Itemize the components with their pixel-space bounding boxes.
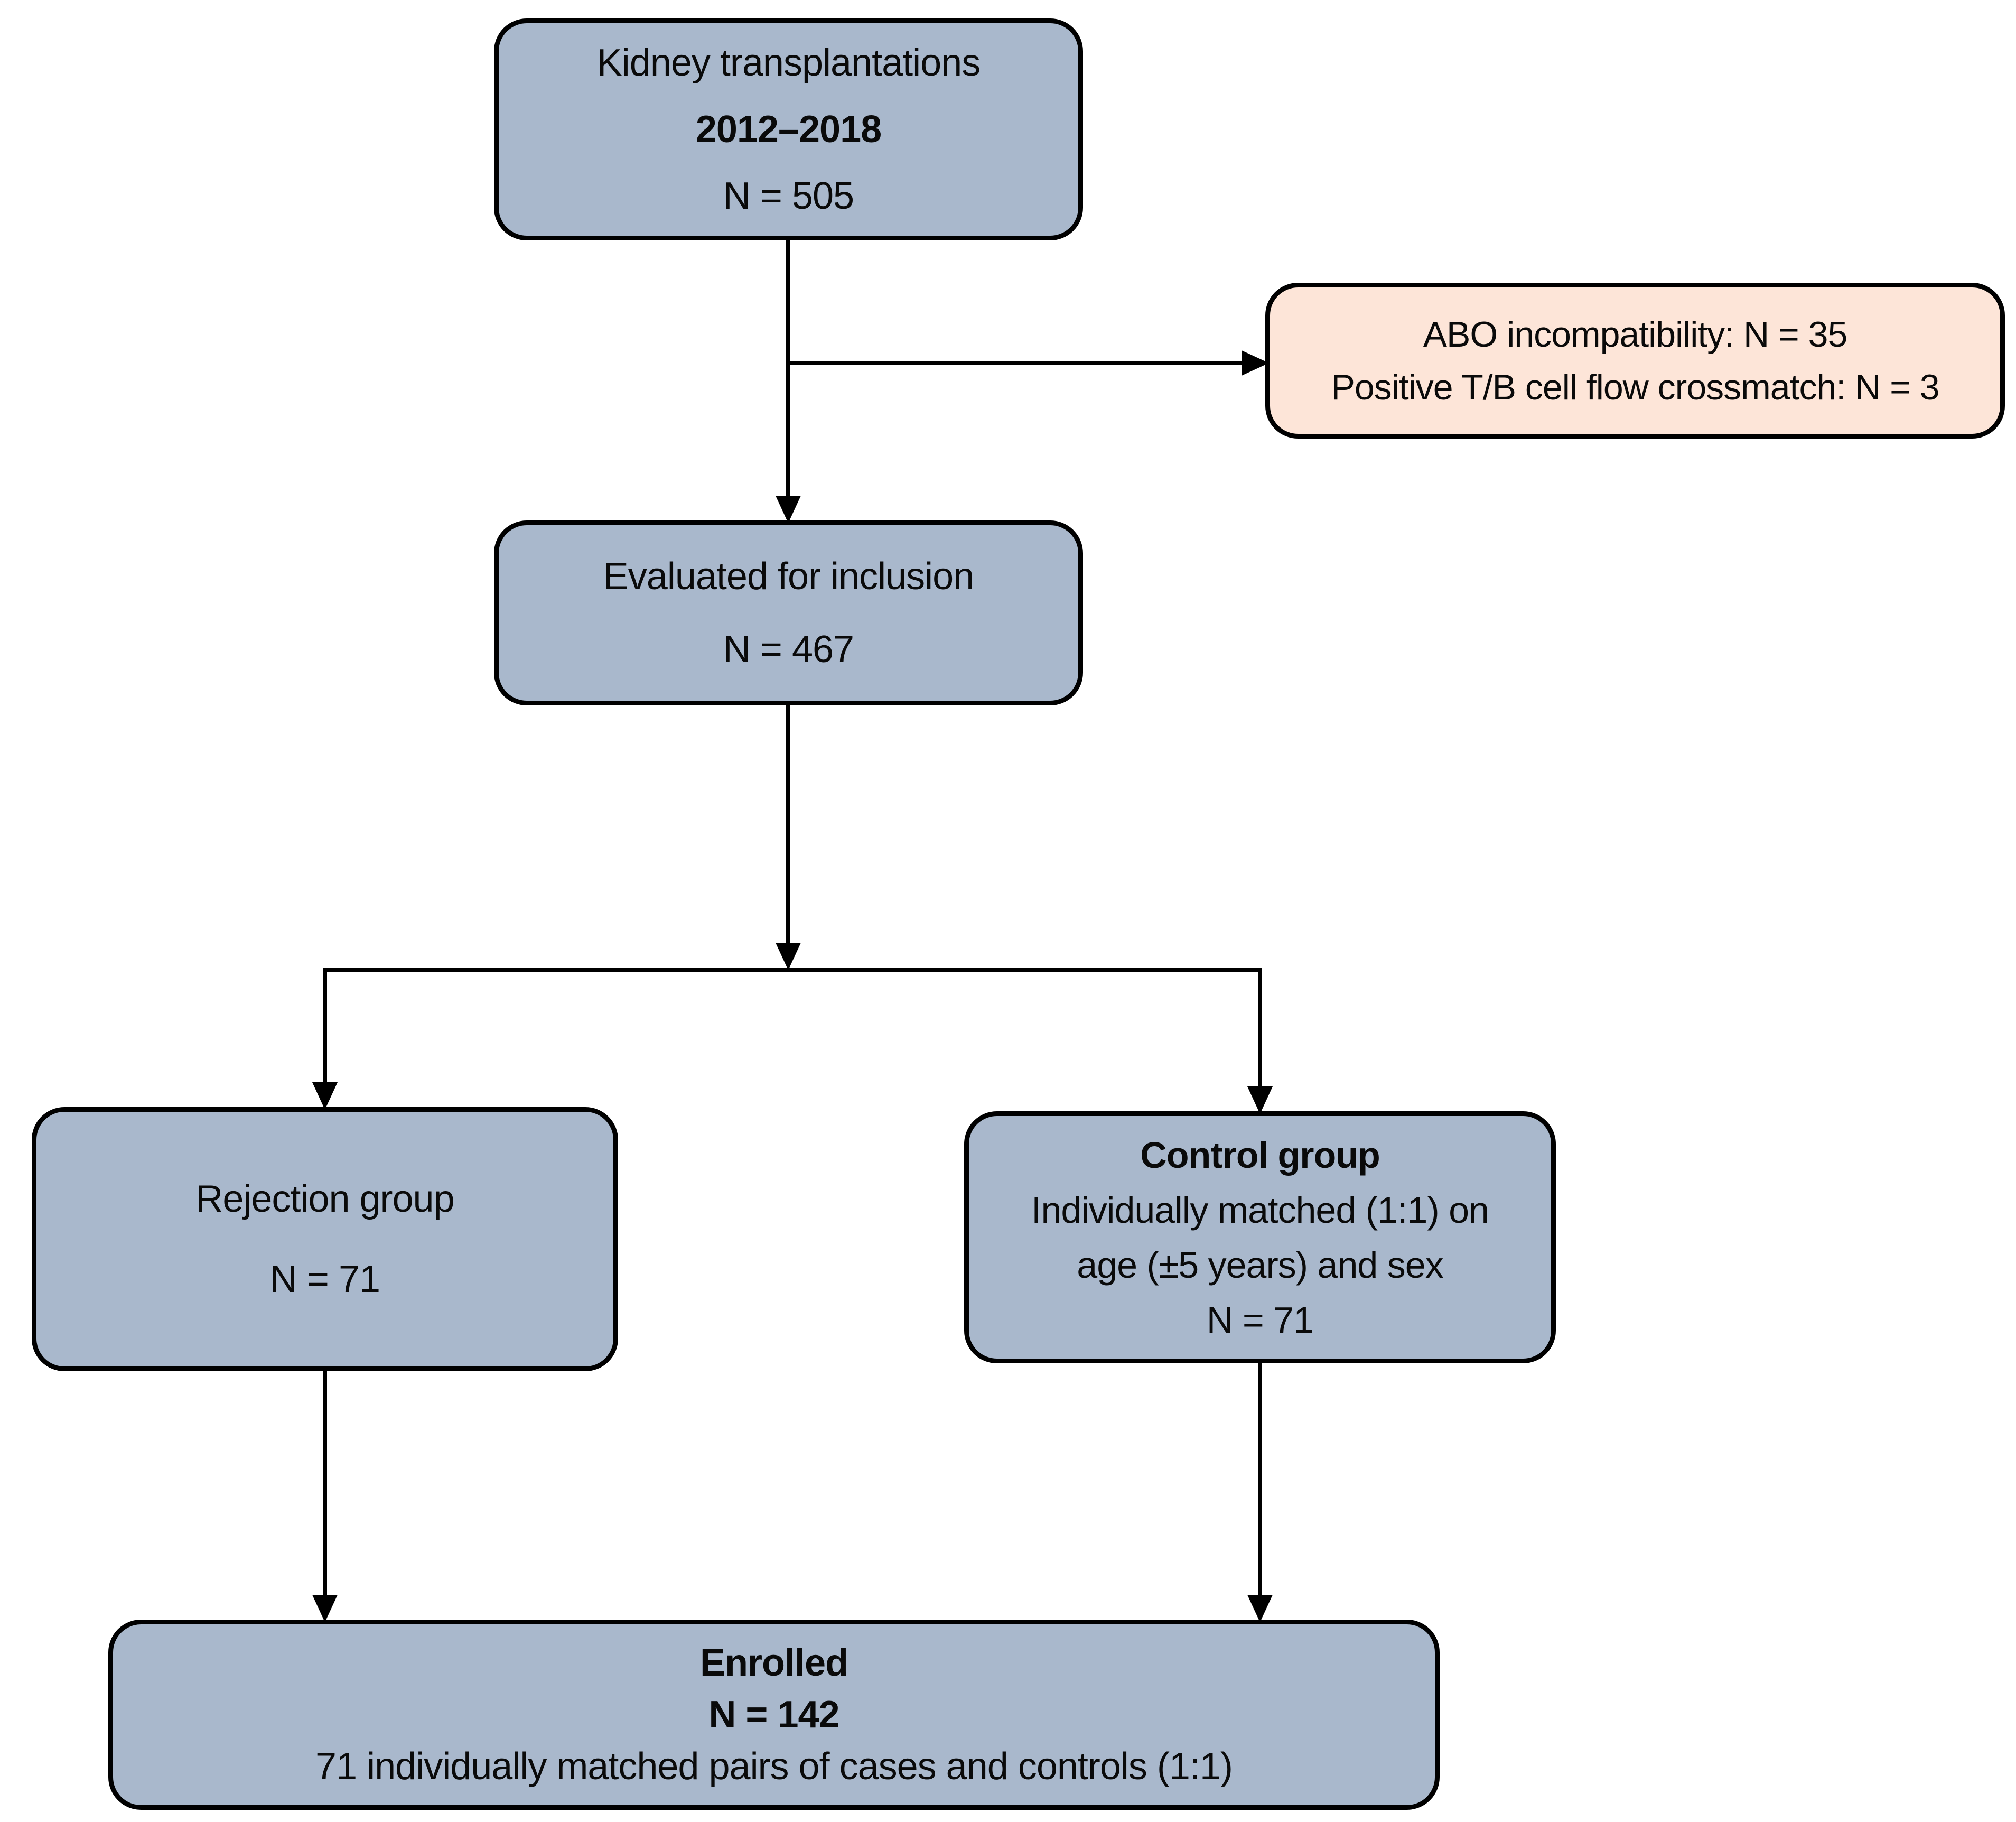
box-kidney-transplantations: Kidney transplantations 2012–2018 N = 50… xyxy=(494,18,1083,240)
connector-rejection-to-enrolled xyxy=(312,1369,338,1622)
control-n: N = 71 xyxy=(1206,1299,1314,1341)
connector-split-to-control xyxy=(1247,968,1273,1114)
evaluated-n: N = 467 xyxy=(723,628,854,671)
enrolled-detail: 71 individually matched pairs of cases a… xyxy=(315,1745,1233,1788)
arrowhead-right-icon xyxy=(1242,350,1269,376)
arrowhead-down-icon xyxy=(312,1082,338,1110)
box-enrolled: Enrolled N = 142 71 individually matched… xyxy=(108,1620,1440,1810)
control-matching-2: age (±5 years) and sex xyxy=(1077,1244,1443,1286)
connector-to-excluded xyxy=(786,350,1269,376)
box-evaluated-for-inclusion: Evaluated for inclusion N = 467 xyxy=(494,520,1083,705)
connector-split-to-rejection xyxy=(312,968,338,1110)
box-excluded-reasons: ABO incompatibility: N = 35 Positive T/B… xyxy=(1265,283,2005,439)
enrolled-n: N = 142 xyxy=(708,1694,839,1736)
arrowhead-down-icon xyxy=(312,1595,338,1622)
control-title: Control group xyxy=(1140,1134,1380,1176)
box-control-group: Control group Individually matched (1:1)… xyxy=(964,1111,1556,1363)
connector-control-to-enrolled xyxy=(1247,1361,1273,1622)
connector-transplants-to-evaluated xyxy=(776,238,801,523)
connector-evaluated-to-split xyxy=(776,703,801,970)
rejection-n: N = 71 xyxy=(269,1258,380,1300)
rejection-title: Rejection group xyxy=(195,1178,454,1220)
arrowhead-down-icon xyxy=(1247,1086,1273,1114)
transplants-title: Kidney transplantations xyxy=(596,42,981,84)
excluded-crossmatch: Positive T/B cell flow crossmatch: N = 3 xyxy=(1331,367,1939,407)
transplants-years: 2012–2018 xyxy=(695,108,882,151)
evaluated-title: Evaluated for inclusion xyxy=(603,555,974,598)
control-matching-1: Individually matched (1:1) on xyxy=(1031,1189,1489,1231)
transplants-n: N = 505 xyxy=(723,175,854,217)
arrowhead-down-icon xyxy=(1247,1595,1273,1622)
enrolled-title: Enrolled xyxy=(699,1642,848,1684)
arrowhead-down-icon xyxy=(776,943,801,970)
excluded-abo: ABO incompatibility: N = 35 xyxy=(1423,314,1848,355)
box-rejection-group: Rejection group N = 71 xyxy=(32,1107,618,1371)
arrowhead-down-icon xyxy=(776,496,801,523)
